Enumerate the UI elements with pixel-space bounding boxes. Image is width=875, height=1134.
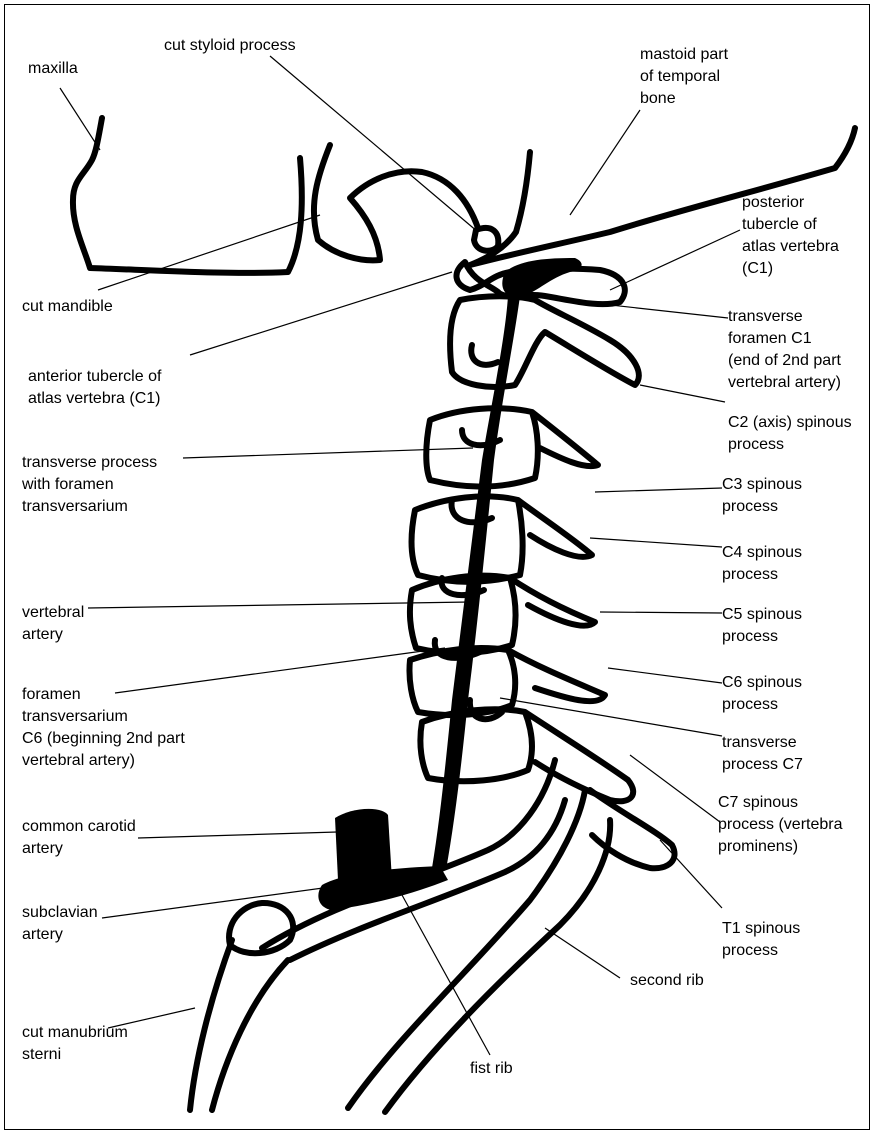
label-c3-spinous: C3 spinous process <box>722 474 802 518</box>
label-c7-spinous: C7 spinous process (vertebra prominens) <box>718 792 843 858</box>
label-c6-spinous: C6 spinous process <box>722 672 802 716</box>
c3-vertebra <box>426 408 598 486</box>
label-cut-mandible: cut mandible <box>22 296 113 318</box>
label-cut-styloid-process: cut styloid process <box>164 35 296 57</box>
label-subclavian: subclavian artery <box>22 902 98 946</box>
label-cut-manubrium: cut manubrium sterni <box>22 1022 128 1066</box>
c1-foramen-vessel <box>502 258 581 298</box>
label-mastoid-part: mastoid part of temporal bone <box>640 44 728 110</box>
label-second-rib: second rib <box>630 970 704 992</box>
manubrium-outline <box>190 903 293 1110</box>
leader-lines <box>60 56 740 1055</box>
label-vertebral-artery: vertebral artery <box>22 602 84 646</box>
c2-vertebra <box>450 296 639 387</box>
label-c5-spinous: C5 spinous process <box>722 604 802 648</box>
label-posterior-tubercle: posterior tubercle of atlas vertebra (C1… <box>742 192 839 280</box>
label-maxilla: maxilla <box>28 58 78 80</box>
maxilla-outline <box>73 118 302 273</box>
label-c4-spinous: C4 spinous process <box>722 542 802 586</box>
label-c2-spinous: C2 (axis) spinous process <box>728 412 852 456</box>
label-anterior-tubercle: anterior tubercle of atlas vertebra (C1) <box>28 366 161 410</box>
label-transverse-process-foramen: transverse process with foramen transver… <box>22 452 157 518</box>
label-transverse-foramen-c1: transverse foramen C1 (end of 2nd part v… <box>728 306 841 394</box>
label-transverse-process-c7: transverse process C7 <box>722 732 803 776</box>
label-t1-spinous: T1 spinous process <box>722 918 800 962</box>
c4-vertebra <box>412 496 592 581</box>
c6-vertebra <box>409 648 605 715</box>
label-common-carotid: common carotid artery <box>22 816 136 860</box>
label-first-rib: fist rib <box>470 1058 513 1080</box>
label-foramen-c6: foramen transversarium C6 (beginning 2nd… <box>22 684 185 772</box>
